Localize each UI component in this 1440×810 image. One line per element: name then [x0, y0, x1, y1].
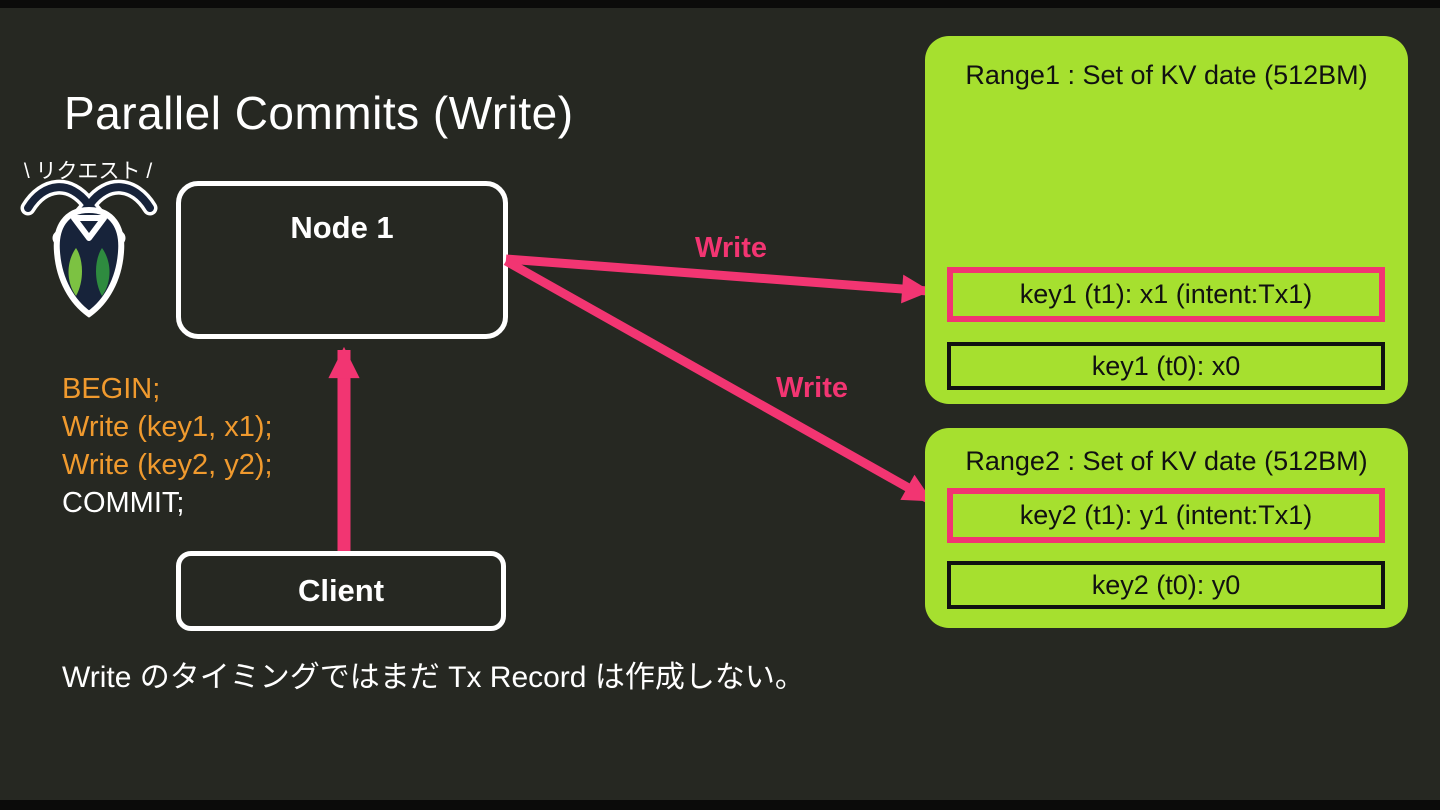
range1-kv-row-intent: key1 (t1): x1 (intent:Tx1) [947, 267, 1385, 322]
write-label-2: Write [776, 372, 848, 404]
logo-leaf-right [96, 248, 110, 296]
range2-kv-row: key2 (t0): y0 [947, 561, 1385, 609]
range2-panel: Range2 : Set of KV date (512BM) key2 (t1… [925, 428, 1408, 628]
code-line-write1: Write (key1, x1); [62, 411, 273, 443]
letterbox-bottom [0, 800, 1440, 810]
range1-kv-intent-text: key1 (t1): x1 (intent:Tx1) [1019, 279, 1313, 309]
cockroachdb-logo-icon [20, 179, 158, 318]
range1-title: Range1 : Set of KV date (512BM) [965, 60, 1368, 90]
range2-kv-row-intent: key2 (t1): y1 (intent:Tx1) [947, 488, 1385, 543]
logo-speech-label: \ リクエスト / [23, 160, 153, 183]
logo-leaf-left [68, 248, 82, 296]
page-title: Parallel Commits (Write) [64, 87, 574, 139]
code-line-write2: Write (key2, y2); [62, 449, 273, 481]
letterbox-top [0, 0, 1440, 8]
write-label-1: Write [695, 232, 767, 264]
range1-kv-row: key1 (t0): x0 [947, 342, 1385, 390]
code-line-commit: COMMIT; [62, 487, 185, 519]
range1-kv-text: key1 (t0): x0 [1091, 350, 1241, 381]
node1-label: Node 1 [290, 210, 394, 245]
node1-box: Node 1 [176, 181, 508, 339]
client-box: Client [176, 551, 506, 631]
transaction-code-block: BEGIN; Write (key1, x1); Write (key2, y2… [62, 370, 273, 522]
range2-title: Range2 : Set of KV date (512BM) [965, 446, 1368, 476]
slide-caption: Write のタイミングではまだ Tx Record は作成しない。 [62, 661, 805, 694]
arrow-write-range2 [503, 257, 933, 504]
range1-panel: Range1 : Set of KV date (512BM) key1 (t1… [925, 36, 1408, 404]
range2-kv-text: key2 (t0): y0 [1091, 569, 1241, 600]
range2-kv-intent-text: key2 (t1): y1 (intent:Tx1) [1019, 500, 1313, 530]
code-line-begin: BEGIN; [62, 373, 161, 405]
client-label: Client [297, 573, 385, 608]
logo-triangle [71, 215, 107, 241]
